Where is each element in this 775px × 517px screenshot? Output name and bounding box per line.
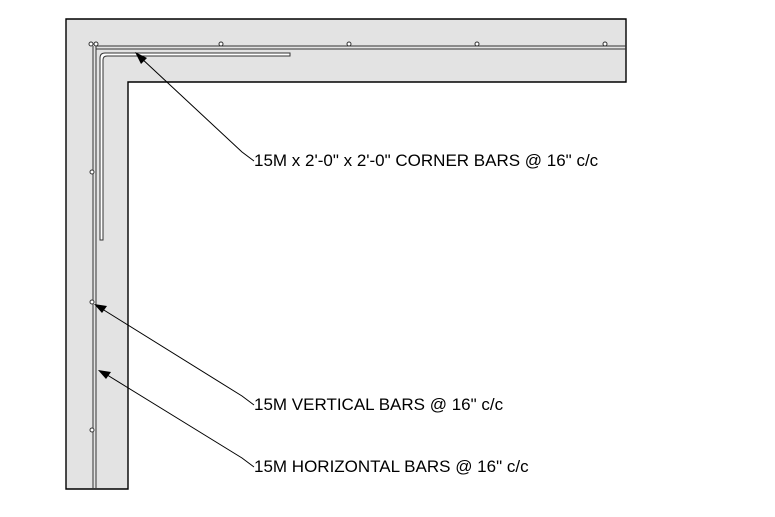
vertical-bar-dot xyxy=(88,41,94,47)
arrowhead xyxy=(94,304,107,313)
vertical-bar-dot xyxy=(474,41,480,47)
arrowhead xyxy=(98,370,111,379)
leader-horizontal-bars xyxy=(103,372,255,468)
vertical-bar-dot xyxy=(218,41,224,47)
concrete-wall-corner xyxy=(65,18,627,490)
vertical-bar-dot xyxy=(93,41,99,47)
leader-vertical-bars xyxy=(98,306,255,406)
horizontal-bars-label: 15M HORIZONTAL BARS @ 16" c/c xyxy=(254,457,529,476)
vertical-bars-label: 15M VERTICAL BARS @ 16" c/c xyxy=(254,395,504,414)
vertical-bar-dot xyxy=(602,41,608,47)
corner-bars-label: 15M x 2'-0" x 2'-0" CORNER BARS @ 16" c/… xyxy=(254,151,599,170)
vertical-bar-dot xyxy=(346,41,352,47)
vertical-bar-dot xyxy=(89,299,95,305)
vertical-bar-dot xyxy=(89,169,95,175)
leader-corner-bars xyxy=(139,56,255,162)
arrowhead xyxy=(135,52,147,64)
vertical-bar-dot xyxy=(89,427,95,433)
corner-bar xyxy=(99,52,291,241)
